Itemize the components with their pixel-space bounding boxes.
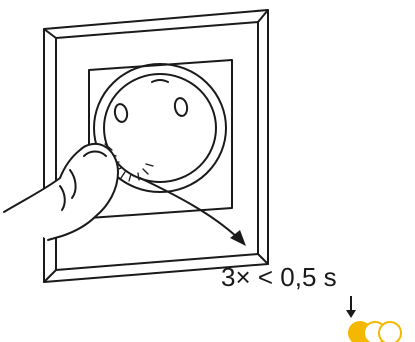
socket-inner-ring [104,74,216,182]
socket-earth-pin [152,80,168,82]
wall-plate-bevel [44,10,268,282]
socket-hole-left [114,103,129,123]
led-pointer-arrow [346,296,356,318]
wall-plate-outer [44,10,268,282]
press-count-label: 3× < 0,5 s [221,262,381,292]
curved-arrow-icon [140,178,246,246]
socket-hole-right [174,97,189,117]
led-indicator-3 [379,322,401,342]
hand-icon [4,144,118,240]
hand-shape [4,144,118,240]
led-indicator-icon [349,322,401,342]
wall-socket-icon [44,10,268,282]
